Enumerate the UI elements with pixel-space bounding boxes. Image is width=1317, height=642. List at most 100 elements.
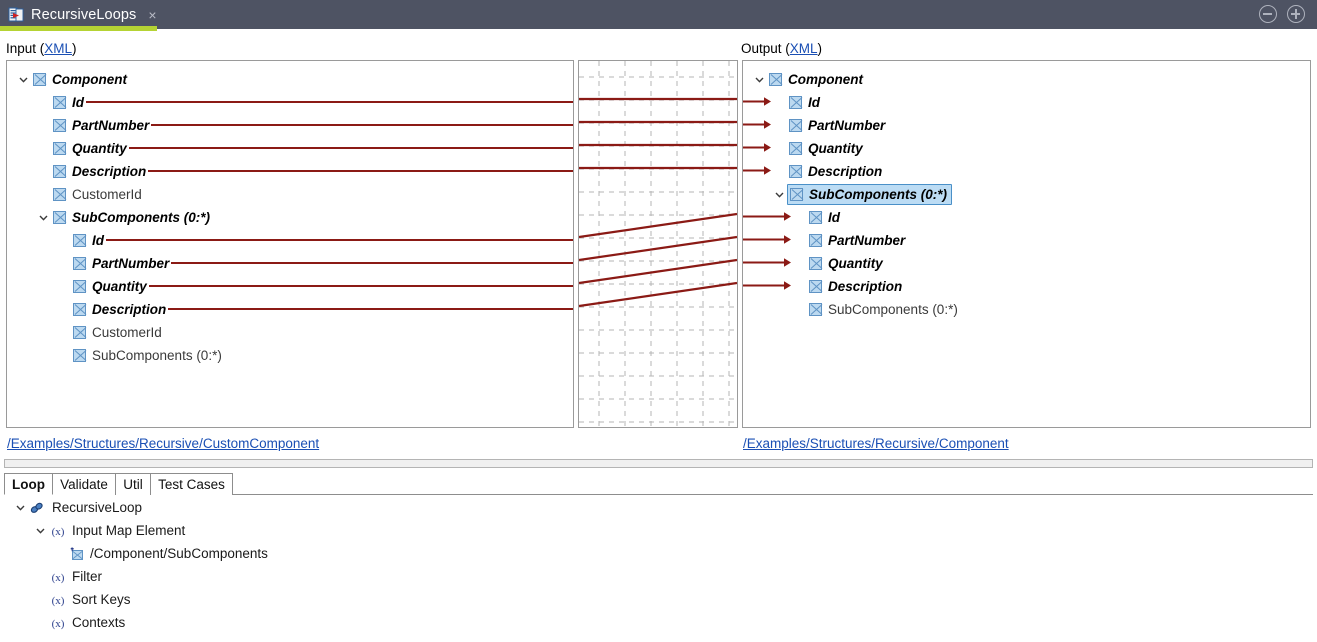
input-tree-row[interactable]: Component — [17, 68, 127, 90]
twisty-placeholder — [773, 119, 786, 132]
output-tree-row[interactable]: PartNumber — [793, 229, 905, 251]
horizontal-splitter[interactable] — [4, 459, 1313, 468]
fx-icon: (x) — [50, 593, 66, 607]
twisty-placeholder — [37, 165, 50, 178]
chevron-down-icon[interactable] — [37, 211, 50, 224]
chevron-down-icon[interactable] — [753, 73, 766, 86]
input-tree-row-label: Quantity — [92, 278, 147, 294]
element-node-icon — [53, 141, 66, 155]
loop-tree-row[interactable]: RecursiveLoop — [14, 496, 142, 519]
input-tree-row-label: Description — [72, 163, 147, 179]
tab-strip-baseline — [4, 494, 1313, 495]
output-tree-row-label: Description — [828, 278, 903, 294]
input-tree-row[interactable]: Description — [37, 160, 146, 182]
output-xml-link[interactable]: XML — [789, 41, 818, 56]
input-tree-row[interactable]: PartNumber — [37, 114, 149, 136]
output-tree-row[interactable]: Id — [773, 91, 820, 113]
connector-grid-panel[interactable] — [578, 60, 738, 428]
bottom-tab-validate[interactable]: Validate — [52, 473, 116, 495]
input-tree-row[interactable]: SubComponents (0:*) — [37, 206, 210, 228]
output-tree-row-label: Component — [788, 71, 863, 87]
loop-tree-row[interactable]: (x)Input Map Element — [34, 519, 185, 542]
output-tree-row[interactable]: Quantity — [793, 252, 883, 274]
input-tree-row[interactable]: CustomerId — [37, 183, 142, 205]
selected-node-wrapper: SubComponents (0:*) — [787, 183, 952, 205]
twisty-placeholder — [34, 570, 47, 583]
chevron-down-icon[interactable] — [34, 524, 47, 537]
element-node-icon — [789, 118, 802, 132]
collapse-all-button[interactable] — [1259, 5, 1277, 23]
output-tree-row[interactable]: SubComponents (0:*) — [793, 298, 958, 320]
mapping-line-stub — [151, 124, 573, 126]
output-tree-row[interactable]: Description — [773, 160, 882, 182]
loop-properties-tree[interactable]: RecursiveLoop(x)Input Map Element/Compon… — [4, 496, 1313, 638]
close-icon[interactable]: × — [148, 6, 157, 23]
mapping-connector-line — [579, 258, 737, 285]
chevron-down-icon[interactable] — [17, 73, 30, 86]
svg-text:(x): (x) — [52, 572, 65, 584]
output-tree-row-label: Description — [808, 163, 883, 179]
input-xml-link[interactable]: XML — [44, 41, 73, 56]
input-tree-row[interactable]: PartNumber — [57, 252, 169, 274]
output-header-suffix: ) — [817, 41, 823, 56]
input-tree-row[interactable]: Id — [37, 91, 84, 113]
title-bar: RecursiveLoops × — [0, 0, 1317, 31]
input-tree-row[interactable]: Description — [57, 298, 166, 320]
element-node-icon — [769, 72, 782, 86]
mapping-arrow-icon — [743, 281, 791, 290]
twisty-placeholder — [34, 593, 47, 606]
element-node-icon — [789, 164, 802, 178]
input-tree-row[interactable]: Id — [57, 229, 104, 251]
input-structure-path-link[interactable]: /Examples/Structures/Recursive/CustomCom… — [7, 436, 320, 451]
node-wrapper: PartNumber — [789, 118, 885, 133]
element-node-icon — [33, 72, 46, 86]
output-tree-row-label: Id — [828, 209, 840, 225]
output-tree-row[interactable]: Description — [793, 275, 902, 297]
bottom-tab-util[interactable]: Util — [115, 473, 151, 495]
input-tree-row-label: Quantity — [72, 140, 127, 156]
bottom-tab-test-cases[interactable]: Test Cases — [150, 473, 233, 495]
node-path-icon — [70, 546, 84, 561]
twisty-placeholder — [793, 303, 806, 316]
tab-recursiveloops[interactable]: RecursiveLoops × — [0, 0, 157, 29]
input-tree-row[interactable]: Quantity — [37, 137, 127, 159]
input-tree-row[interactable]: SubComponents (0:*) — [57, 344, 222, 366]
loop-tree-row-label: Input Map Element — [72, 523, 186, 538]
output-tree-row[interactable]: PartNumber — [773, 114, 885, 136]
twisty-placeholder — [37, 96, 50, 109]
chain-link-icon — [30, 501, 46, 515]
twisty-placeholder — [57, 234, 70, 247]
loop-tree-row[interactable]: /Component/SubComponents — [54, 542, 268, 565]
output-tree-row[interactable]: Component — [753, 68, 863, 90]
svg-text:(x): (x) — [52, 595, 65, 607]
input-tree-row-label: Component — [52, 71, 127, 87]
output-tree-row-label: PartNumber — [828, 232, 906, 248]
element-node-icon — [73, 256, 86, 270]
twisty-placeholder — [773, 142, 786, 155]
chevron-down-icon[interactable] — [773, 188, 786, 201]
bottom-tab-loop[interactable]: Loop — [4, 473, 53, 495]
chevron-down-icon[interactable] — [14, 501, 27, 514]
element-node-icon — [73, 279, 86, 293]
input-tree-row[interactable]: CustomerId — [57, 321, 162, 343]
element-node-icon — [73, 233, 86, 247]
loop-tree-row[interactable]: (x)Filter — [34, 565, 102, 588]
mapping-line-stub — [106, 239, 573, 241]
input-header-suffix: ) — [72, 41, 77, 56]
loop-tree-row[interactable]: (x)Contexts — [34, 611, 126, 634]
mapping-arrow-icon — [743, 120, 771, 129]
expand-all-button[interactable] — [1287, 5, 1305, 23]
output-structure-path-link[interactable]: /Examples/Structures/Recursive/Component — [743, 436, 1009, 451]
element-node-icon — [809, 279, 822, 293]
loop-tree-row[interactable]: (x)Sort Keys — [34, 588, 131, 611]
element-node-icon — [53, 187, 66, 201]
output-tree-row[interactable]: Quantity — [773, 137, 863, 159]
input-tree-row[interactable]: Quantity — [57, 275, 147, 297]
input-tree-row-label: CustomerId — [72, 186, 142, 202]
input-tree-row-label: Id — [72, 94, 84, 110]
output-tree-row[interactable]: SubComponents (0:*) — [773, 183, 952, 205]
output-tree-row[interactable]: Id — [793, 206, 840, 228]
